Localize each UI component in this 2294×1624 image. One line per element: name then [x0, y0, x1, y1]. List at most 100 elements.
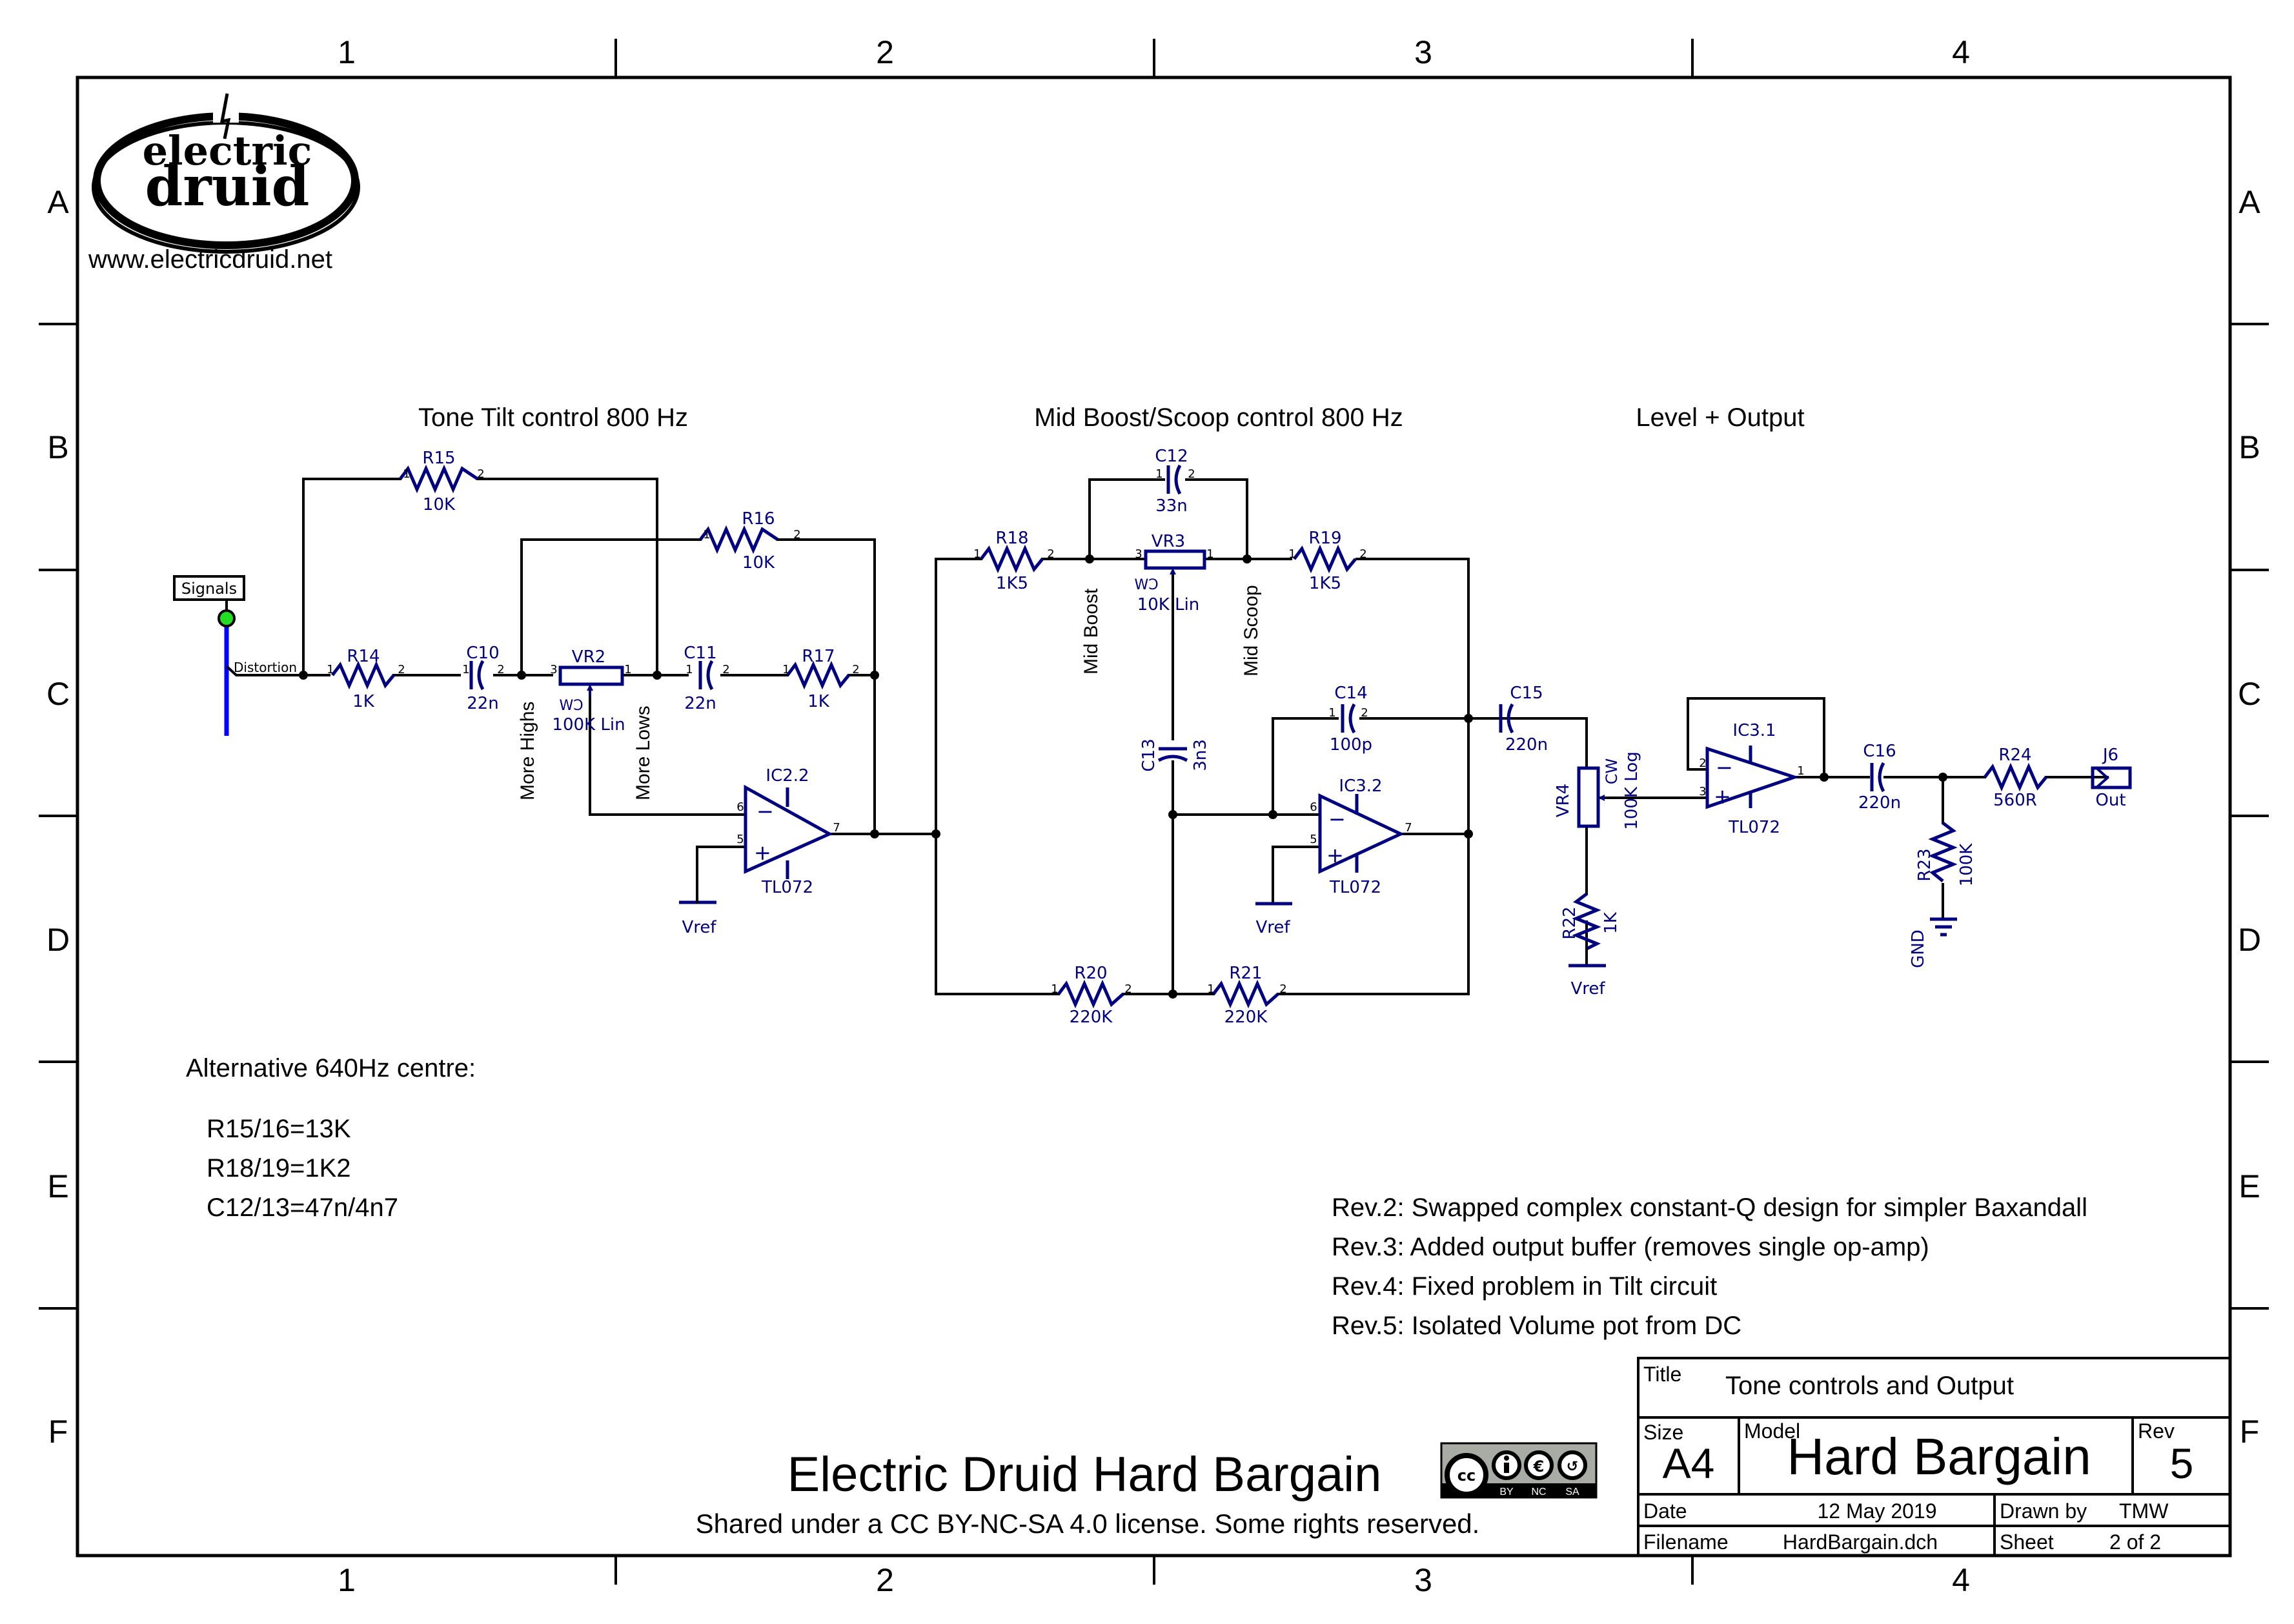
vr4-value: 100K Log	[1622, 751, 1641, 829]
sa-icon	[1558, 1450, 1587, 1480]
resistor-r16[interactable]: R16 10K 1 2	[699, 509, 801, 573]
r23-value: 100K	[1957, 843, 1976, 887]
electric-druid-logo: electric druid	[92, 93, 360, 254]
potentiometer-vr3[interactable]: VR3 10K Lin CW 3 1	[1134, 532, 1214, 614]
r18-ref: R18	[995, 529, 1028, 548]
c13-value: 3n3	[1191, 739, 1210, 771]
grid-column-labels-top: 1 2 3 4	[338, 34, 1970, 70]
pin-label: 6	[1310, 800, 1317, 814]
resistor-r17[interactable]: R17 1K 1 2	[782, 647, 859, 711]
svg-text:€: €	[1533, 1457, 1545, 1476]
opamp-ic3-2[interactable]: − + IC3.2 TL072 6 5 7	[1310, 776, 1412, 897]
c10-ref: C10	[466, 644, 499, 663]
vref-label: Vref	[682, 918, 716, 937]
pin-label: 1	[1328, 706, 1335, 720]
pin-label: 3	[550, 663, 557, 676]
r18-value: 1K5	[996, 574, 1028, 593]
vr2-value: 100K Lin	[552, 715, 625, 735]
capacitor-c10[interactable]: C10 22n 1 2	[462, 644, 504, 713]
pin-label: 1	[327, 663, 334, 676]
potentiometer-vr4[interactable]: VR4 100K Log CW	[1554, 751, 1641, 829]
r17-value: 1K	[807, 692, 830, 711]
resistor-r21[interactable]: R21 220K 1 2	[1207, 964, 1286, 1027]
c15-ref: C15	[1510, 684, 1543, 703]
capacitor-c14[interactable]: C14 100p 1 2	[1328, 684, 1372, 755]
pin-label: 5	[736, 833, 744, 846]
pin-label: 1	[685, 663, 693, 676]
resistor-r19[interactable]: R19 1K5 1 2	[1288, 529, 1366, 593]
drawn-by-label: Drawn by	[2000, 1499, 2087, 1523]
capacitor-c12[interactable]: C12 33n 1 2	[1155, 447, 1195, 516]
capacitor-c13[interactable]: C13 3n3	[1139, 738, 1210, 771]
gnd-label: GND	[1909, 929, 1928, 968]
grid-col-3: 3	[1414, 34, 1432, 70]
c10-value: 22n	[467, 694, 499, 713]
capacitor-c11[interactable]: C11 22n 1 2	[684, 644, 729, 713]
distortion-net-label: Distortion	[234, 660, 297, 675]
website-url[interactable]: www.electricdruid.net	[88, 245, 332, 274]
ic3-1-value: TL072	[1728, 818, 1780, 837]
pin-label: 1	[462, 663, 469, 676]
capacitor-c15[interactable]: C15 220n	[1499, 684, 1548, 755]
resistor-r14[interactable]: R14 1K 1 2	[327, 647, 405, 711]
grid-row-c: C	[46, 676, 70, 712]
grid-row-a-right: A	[2238, 184, 2260, 220]
distortion-net-wire	[226, 665, 305, 676]
pin-label: 3	[1135, 547, 1142, 561]
pin-label: 2	[1124, 982, 1132, 996]
r24-value: 560R	[1993, 791, 2037, 810]
gnd-symbol: GND	[1909, 917, 1957, 968]
capacitor-c16[interactable]: C16 220n	[1858, 742, 1901, 813]
inverting-input-icon: −	[1328, 807, 1346, 831]
grid-row-f-right: F	[2240, 1414, 2260, 1450]
nc-icon	[1524, 1450, 1554, 1480]
r20-value: 220K	[1070, 1008, 1113, 1027]
cc-by-nc-sa-icon[interactable]: cc € ↺ BY NC SA	[1440, 1442, 1598, 1499]
resistor-r15[interactable]: R15 10K 1 2	[399, 449, 485, 514]
grid-col-4-bottom: 4	[1952, 1562, 1970, 1598]
license-text: Shared under a CC BY-NC-SA 4.0 license. …	[696, 1508, 1480, 1539]
resistor-r18[interactable]: R18 1K5 1 2	[973, 529, 1054, 593]
resistor-r23[interactable]: R23 100K	[1915, 822, 1976, 887]
resistor-r24[interactable]: R24 560R	[1984, 746, 2047, 810]
potentiometer-vr2[interactable]: VR2 100K Lin CW 3 1	[550, 647, 631, 735]
pin-label: 1	[403, 467, 410, 481]
pin-label: 1	[703, 528, 710, 542]
output-jack-j6[interactable]: J6 Out	[2091, 746, 2132, 810]
ic3-2-value: TL072	[1329, 878, 1381, 897]
revision-line: Rev.2: Swapped complex constant-Q design…	[1332, 1193, 2087, 1222]
grid-row-b: B	[47, 429, 68, 465]
r14-value: 1K	[352, 692, 375, 711]
bus-connector-node	[218, 609, 236, 627]
r22-value: 1K	[1601, 911, 1621, 934]
ic3-1-ref: IC3.1	[1732, 721, 1776, 740]
r17-ref: R17	[802, 647, 835, 666]
c11-ref: C11	[684, 644, 716, 663]
resistor-r20[interactable]: R20 220K 1 2	[1051, 964, 1132, 1027]
signals-bus[interactable]: Signals	[173, 575, 245, 736]
ic3-2-ref: IC3.2	[1339, 776, 1382, 796]
c14-ref: C14	[1334, 684, 1367, 703]
c11-value: 22n	[684, 694, 716, 713]
pin-label: 1	[973, 547, 980, 561]
r19-ref: R19	[1308, 529, 1341, 548]
pin-label: 6	[736, 800, 744, 814]
pin-label: 1	[1288, 547, 1295, 561]
c16-value: 220n	[1858, 793, 1901, 813]
more-highs-label: More Highs	[517, 702, 538, 800]
pin-label: 7	[1405, 821, 1412, 835]
opamp-ic2-2[interactable]: − + IC2.2 TL072 6 5 7	[736, 766, 840, 897]
vr2-cw-label: CW	[559, 698, 583, 714]
resistor-r22[interactable]: R22 1K	[1560, 893, 1621, 967]
pin-label: 2	[793, 528, 800, 542]
opamp-ic3-1[interactable]: − + IC3.1 TL072 2 3 1	[1699, 721, 1804, 837]
rev-label: Rev	[2138, 1419, 2175, 1443]
pin-label: 2	[852, 663, 859, 676]
filename-label: Filename	[1643, 1530, 1729, 1554]
alt-note-line: R15/16=13K	[207, 1115, 351, 1143]
r19-value: 1K5	[1309, 574, 1341, 593]
r21-ref: R21	[1229, 964, 1262, 983]
grid-col-2: 2	[876, 34, 894, 70]
sheet-title: Tone controls and Output	[1725, 1372, 2014, 1400]
vref-symbol-tilt: Vref	[679, 896, 716, 937]
